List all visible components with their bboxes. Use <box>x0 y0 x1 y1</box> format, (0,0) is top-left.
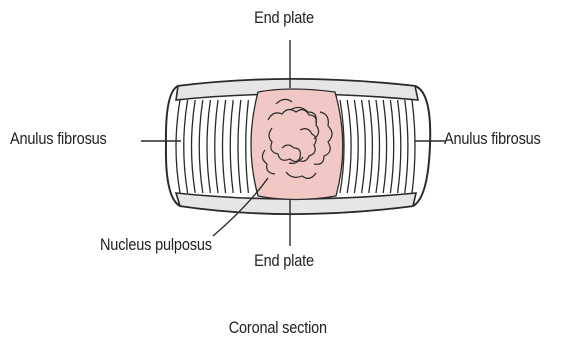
caption: Coronal section <box>229 319 327 338</box>
label-anulus-right: Anulus fibrosus <box>444 130 541 149</box>
label-anulus-left: Anulus fibrosus <box>10 130 107 149</box>
disc-body <box>166 79 430 214</box>
label-end-plate-top: End plate <box>254 9 314 28</box>
label-end-plate-bottom: End plate <box>254 252 314 271</box>
label-nucleus-pulposus: Nucleus pulposus <box>100 236 212 255</box>
